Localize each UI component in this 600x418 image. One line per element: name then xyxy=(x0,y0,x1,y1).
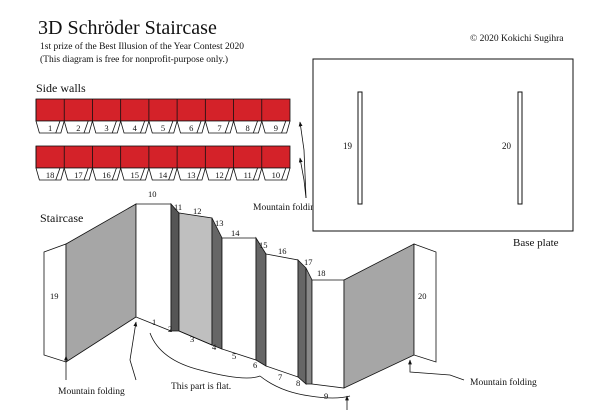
staircase-net xyxy=(43,202,437,389)
base-plate-slot-19 xyxy=(357,91,363,205)
side-wall-number: 3 xyxy=(104,123,108,133)
stair-label-3: 3 xyxy=(190,334,194,344)
side-wall-notch xyxy=(168,120,174,134)
side-wall-number: 5 xyxy=(161,123,165,133)
face-20 xyxy=(413,243,437,363)
stair-label-11: 11 xyxy=(174,202,182,212)
side-wall-strip-1: 1 2 3 4 5 6 7 8 9 xyxy=(35,98,291,134)
side-wall-notch xyxy=(83,120,89,134)
prize-note: 1st prize of the Best Illusion of the Ye… xyxy=(40,42,244,52)
stair-label-12: 12 xyxy=(193,206,202,216)
face-3 xyxy=(221,237,257,361)
face-16-side xyxy=(297,259,307,385)
side-wall-notch xyxy=(196,167,202,181)
face-1 xyxy=(135,203,172,332)
stair-label-10: 10 xyxy=(148,189,157,199)
side-wall-notch xyxy=(224,167,230,181)
stair-label-2: 2 xyxy=(168,324,172,334)
right-fold-note: Mountain folding xyxy=(470,377,537,388)
staircase-callouts xyxy=(64,321,465,410)
stair-label-15: 15 xyxy=(259,240,268,250)
face-slope-left xyxy=(65,203,137,363)
stair-label-20: 20 xyxy=(418,291,427,301)
side-wall-notch xyxy=(140,167,146,181)
stair-label-16: 16 xyxy=(278,246,287,256)
side-wall-number: 6 xyxy=(189,123,193,133)
face-11-slope xyxy=(178,212,213,346)
side-wall-notch xyxy=(196,120,202,134)
stair-label-1: 1 xyxy=(152,317,156,327)
side-wall-number: 7 xyxy=(217,123,221,133)
stair-label-7: 7 xyxy=(278,372,282,382)
side-wall-fold-callout: Mountain folding xyxy=(253,121,320,213)
side-wall-notch xyxy=(111,120,117,134)
side-wall-notch xyxy=(281,167,287,181)
side-wall-number: 13 xyxy=(187,170,196,180)
flat-bracket-right xyxy=(259,375,351,399)
stair-label-14: 14 xyxy=(231,228,240,238)
stair-label-13: 13 xyxy=(215,218,224,228)
side-wall-number: 18 xyxy=(46,170,55,180)
side-wall-fold-note: Mountain folding xyxy=(253,202,320,213)
side-wall-notch xyxy=(281,120,287,134)
face-10 xyxy=(170,202,180,332)
side-wall-number: 11 xyxy=(244,170,252,180)
stair-label-4: 4 xyxy=(212,342,217,352)
base-plate: 19 20 xyxy=(312,58,574,232)
face-17-side xyxy=(305,267,313,385)
base-plate-slot-20 xyxy=(517,91,523,205)
stair-label-17: 17 xyxy=(304,257,313,267)
side-wall-number: 14 xyxy=(159,170,168,180)
side-wall-notch xyxy=(55,167,61,181)
staircase-label: Staircase xyxy=(40,211,84,225)
side-wall-number: 16 xyxy=(102,170,111,180)
flat-bracket-left xyxy=(149,332,261,379)
side-wall-number: 15 xyxy=(131,170,140,180)
side-wall-notch xyxy=(224,120,230,134)
side-wall-notch xyxy=(252,167,258,181)
stair-label-18: 18 xyxy=(317,268,326,278)
base-plate-outline xyxy=(312,58,574,232)
left-fold-note: Mountain folding xyxy=(58,386,125,397)
stair-label-9: 9 xyxy=(324,391,328,401)
side-wall-notch xyxy=(83,167,89,181)
slot-label-19: 19 xyxy=(343,141,353,151)
stair-label-6: 6 xyxy=(253,360,257,370)
face-12-side xyxy=(211,217,223,350)
side-wall-notch xyxy=(55,120,61,134)
face-slope-right xyxy=(343,243,415,389)
flat-note: This part is flat. xyxy=(171,381,231,392)
face-14-side xyxy=(255,236,267,367)
side-wall-number: 2 xyxy=(76,123,80,133)
face-5 xyxy=(265,253,299,378)
side-walls-label: Side walls xyxy=(36,81,86,95)
side-wall-notch xyxy=(168,167,174,181)
face-8 xyxy=(311,279,345,389)
side-wall-number: 17 xyxy=(74,170,83,180)
stair-label-5: 5 xyxy=(232,351,236,361)
stair-label-8: 8 xyxy=(296,378,300,388)
side-wall-number: 9 xyxy=(274,123,278,133)
side-wall-notch xyxy=(252,120,258,134)
license-note: (This diagram is free for nonprofit-purp… xyxy=(40,55,229,65)
face-19 xyxy=(43,243,67,363)
side-wall-notch xyxy=(111,167,117,181)
side-wall-notch xyxy=(140,120,146,134)
side-wall-number: 8 xyxy=(246,123,250,133)
side-wall-red-band xyxy=(35,98,291,122)
side-wall-number: 1 xyxy=(48,123,52,133)
slot-label-20: 20 xyxy=(502,141,512,151)
left-fold-arrow-2 xyxy=(129,321,138,381)
copyright-text: © 2020 Kokichi Sugihra xyxy=(470,34,564,44)
right-fold-arrow xyxy=(408,359,465,381)
side-wall-number: 4 xyxy=(133,123,138,133)
page-title: 3D Schröder Staircase xyxy=(38,17,217,39)
side-wall-strip-2: 18 17 16 15 14 13 12 11 10 xyxy=(35,145,291,181)
side-wall-red-band xyxy=(35,145,291,169)
stair-label-19: 19 xyxy=(50,291,59,301)
side-wall-number: 12 xyxy=(215,170,224,180)
side-wall-number: 10 xyxy=(272,170,281,180)
base-plate-label: Base plate xyxy=(513,237,559,249)
